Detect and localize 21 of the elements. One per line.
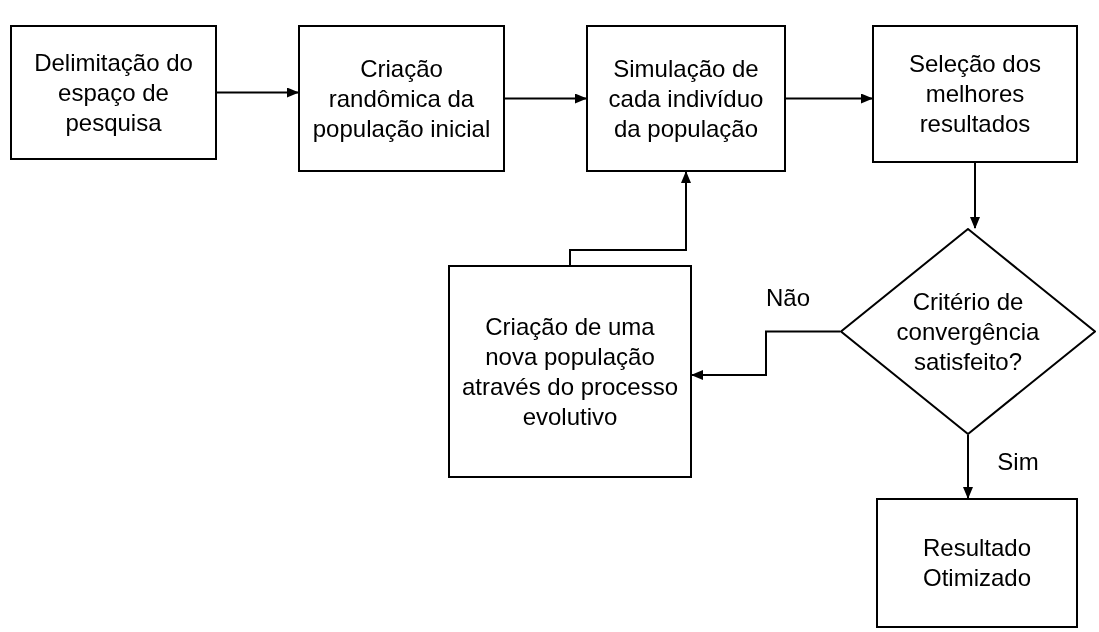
box-text: Criação randômica da população inicial	[311, 53, 492, 144]
arrow	[569, 171, 691, 266]
box-text: Critério de convergência satisfeito?	[895, 286, 1041, 377]
process-box	[298, 25, 505, 172]
decision-diamond	[840, 228, 1096, 435]
box-text: Simulação de cada indivíduo da população	[607, 53, 765, 144]
box-text: Delimitação do espaço de pesquisa	[33, 47, 194, 138]
arrow	[785, 93, 873, 104]
arrow	[504, 93, 587, 104]
process-box	[10, 25, 217, 160]
process-box	[872, 25, 1078, 163]
process-box	[448, 265, 692, 478]
arrow	[963, 434, 973, 499]
process-box	[876, 498, 1078, 628]
arrow	[970, 162, 980, 229]
box-text: Seleção dos melhores resultados	[907, 49, 1043, 139]
arrow	[691, 330, 841, 380]
box-text: Criação de uma nova população através do processo evolutivo	[460, 311, 680, 432]
process-box	[586, 25, 786, 172]
box-text: Resultado Otimizado	[921, 533, 1033, 593]
arrow	[216, 87, 299, 98]
